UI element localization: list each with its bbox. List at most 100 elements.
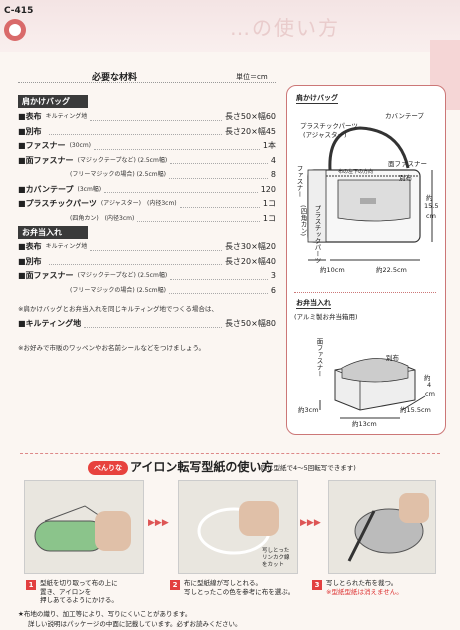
label-plastic-parts-2: プラスチックパーツ (313, 205, 321, 264)
material-amount: 長さ50×幅60 (224, 112, 276, 121)
label-square-ring: (四角カン) (299, 205, 307, 237)
material-name: 別布 (25, 256, 42, 266)
material-row: ■表布キルティング地 長さ30×幅20 (18, 241, 276, 253)
material-amount: 長さ30×幅20 (224, 242, 276, 251)
label-lunch-height-a: 約 (424, 374, 431, 382)
material-row: (フリーマジックの場合) (2.5cm幅) 8 (18, 169, 276, 181)
faded-title: …の使い方 (230, 16, 340, 40)
material-amount: 4 (270, 155, 276, 165)
material-row: ■カバンテープ(3cm幅) 120 (18, 184, 276, 196)
howto-tag: べんりな (88, 461, 128, 475)
section-shoulder-bag: 肩かけバッグ (18, 95, 88, 108)
material-detail: (フリーマジックの場合) (2.5cm幅) (70, 286, 166, 294)
bullet-icon: ■ (18, 126, 26, 136)
material-detail: (3cm幅) (77, 185, 102, 193)
material-name: ファスナー (25, 141, 66, 150)
divider (18, 82, 276, 83)
step-2-callout: 写しとったリンカク線をカット (262, 548, 290, 568)
material-name: 面ファスナー (25, 155, 74, 165)
section-lunch-cover: お弁当入れ (18, 226, 88, 239)
material-detail: (フリーマジックの場合) (2.5cm幅) (70, 171, 166, 178)
material-row: ■別布長さ20×幅40 (18, 256, 276, 268)
label-lunch-height-b: 4 (427, 381, 432, 389)
bag-illustration (307, 126, 433, 261)
step-3-number: 3 (312, 580, 322, 590)
material-name: 表布 (25, 242, 42, 251)
material-name: カバンテープ (25, 184, 74, 194)
step-2-text: 布に型紙線が写しとれる。写しとったこの色を参考に布を選ぶ。 (184, 579, 295, 596)
bullet-icon: ■ (18, 242, 26, 251)
step-3-text: 写しとられた布を裁つ。※型紙型紙は消えません。 (326, 579, 403, 596)
material-row: ■面ファスナー(マジックテープなど) (2.5cm幅) 3 (18, 270, 276, 282)
label-pocket: 布の左下の方向 (338, 169, 374, 175)
material-row: ■ファスナー(30cm)1本 (18, 140, 276, 152)
label-height-a: 約 (426, 194, 433, 202)
step-2-number: 2 (170, 580, 180, 590)
footer-line-1: ★布地の織り、加工等により、写りにくいことがあります。 (18, 610, 192, 618)
bullet-icon: ■ (18, 155, 26, 165)
material-detail: (アジャスター) (内径3cm) (100, 200, 177, 207)
material-row: ■表布キルティング地 長さ50×幅60 (18, 111, 276, 123)
material-row: ■キルティング地長さ50×幅80 (18, 319, 276, 328)
step-1-text: 型紙を切り取って布の上に置き、アイロンを押しあてるようにかける。 (40, 579, 118, 604)
material-amount: 長さ20×幅45 (224, 126, 276, 136)
bullet-icon: ■ (18, 199, 26, 208)
material-detail: (マジックテープなど) (2.5cm幅) (77, 272, 168, 279)
label-adjuster: (アジャスター) (303, 131, 347, 139)
material-row: (フリーマジックの場合) (2.5cm幅) 6 (18, 285, 276, 297)
material-detail: キルティング地 (45, 113, 88, 120)
label-lunch-width: 約13cm (352, 420, 377, 428)
material-name: 別布 (25, 126, 42, 136)
label-plastic-parts: プラスチックパーツ (300, 122, 358, 130)
header-band (0, 0, 460, 52)
material-name: 表布 (25, 112, 42, 121)
diagram-lunch-tag: お弁当入れ (296, 299, 331, 309)
arrow-icon: ▶▶▶ (300, 518, 321, 528)
label-height-c: cm (426, 212, 436, 220)
material-amount: 8 (270, 170, 276, 179)
footer-line-2: 詳しい説明はパッケージの中面に記載しています。必ずお読みください。 (28, 620, 242, 628)
material-amount: 1コ (262, 213, 276, 223)
note-quilt: ※肩かけバッグとお弁当入れを同じキルティング地でつくる場合は、 (18, 305, 218, 313)
material-detail: (四角カン) (内径3cm) (70, 214, 135, 222)
brand-logo-icon (4, 19, 26, 41)
label-depth: 約10cm (320, 266, 345, 274)
label-lunch-cloth: 別布 (386, 354, 399, 362)
label-velcro: 面ファスナー (388, 160, 427, 168)
step-3-photo (328, 480, 436, 574)
howto-subtitle: (同じ型紙で4〜5回転写できます) (258, 464, 356, 472)
lunch-illustration (319, 358, 426, 419)
bullet-icon: ■ (18, 141, 26, 150)
bullet-icon: ■ (18, 256, 26, 266)
step-2-photo (178, 480, 298, 574)
material-detail: キルティング地 (45, 243, 88, 250)
material-name: プラスチックパーツ (25, 199, 97, 208)
material-row: (四角カン) (内径3cm) 1コ (18, 213, 276, 225)
material-amount: 6 (270, 285, 276, 295)
material-detail: (30cm) (69, 142, 92, 149)
bullet-icon: ■ (18, 271, 26, 280)
material-detail: (マジックテープなど) (2.5cm幅) (77, 156, 168, 164)
material-name: 面ファスナー (25, 271, 74, 280)
diagram-bag-tag: 肩かけバッグ (296, 94, 338, 104)
material-row: ■プラスチックパーツ(アジャスター) (内径3cm)1コ (18, 198, 276, 210)
material-row: ■別布 長さ20×幅45 (18, 126, 276, 138)
material-amount: 120 (260, 184, 276, 194)
divider (294, 292, 436, 293)
arrow-icon: ▶▶▶ (148, 518, 169, 528)
bullet-icon: ■ (18, 112, 26, 121)
step-1-photo (24, 480, 144, 574)
label-cloth: 別布 (399, 174, 412, 182)
bullet-icon: ■ (18, 184, 26, 194)
lunch-subtitle: (アルミ製お弁当箱用) (294, 313, 358, 321)
label-lunch-width-2: 約15.5cm (400, 406, 431, 414)
label-zipper: ファスナー (295, 165, 303, 198)
note-patches: ※お好みで市販のワッペンやお名前シールなどをつけましょう。 (18, 344, 206, 352)
label-width: 約22.5cm (376, 266, 407, 274)
label-lunch-height-c: cm (425, 390, 435, 398)
material-amount: 3 (270, 271, 276, 280)
step-1-number: 1 (26, 580, 36, 590)
materials-title: 必要な材料 (92, 73, 138, 83)
material-row: ■面ファスナー(マジックテープなど) (2.5cm幅) 4 (18, 155, 276, 167)
label-lunch-velcro: 面ファスナー (315, 338, 323, 377)
